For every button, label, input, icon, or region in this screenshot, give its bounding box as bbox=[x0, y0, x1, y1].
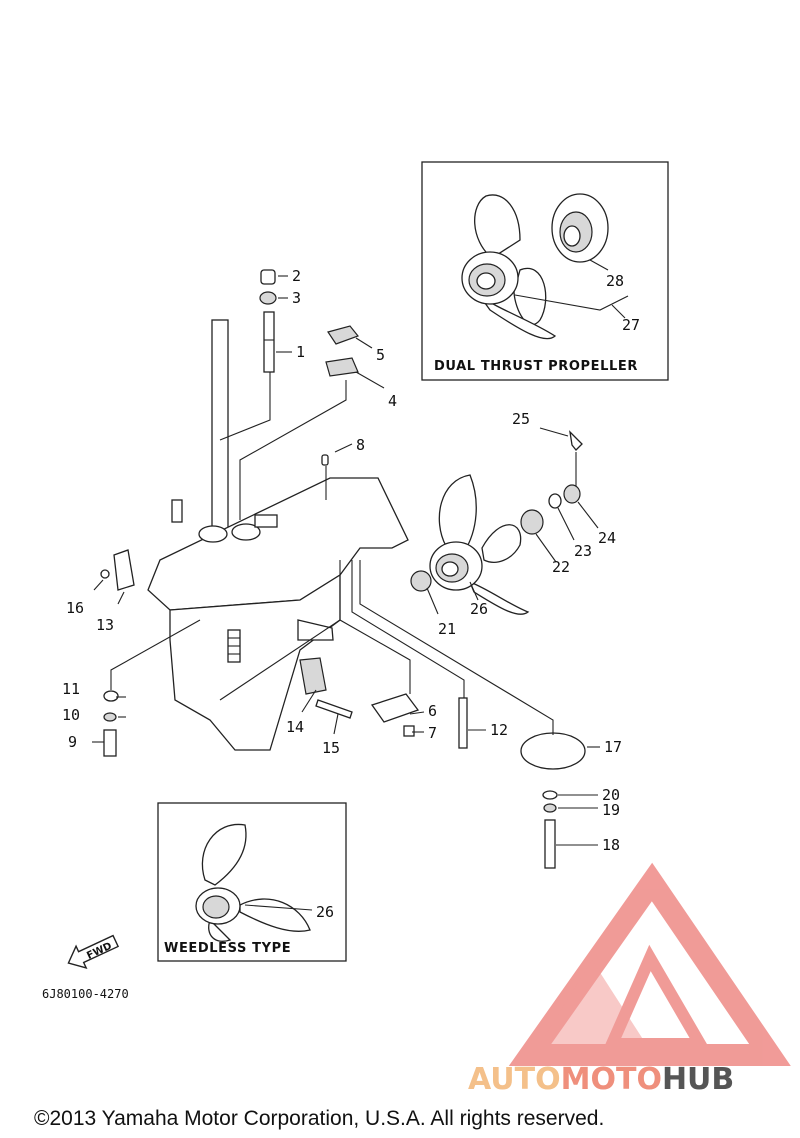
bolt-part-12 bbox=[458, 697, 468, 749]
callout-5: 5 bbox=[376, 346, 385, 364]
anode-part-5 bbox=[327, 325, 359, 345]
gasket-part-6 bbox=[370, 693, 420, 723]
dual-thrust-box bbox=[421, 161, 669, 381]
callout-1: 1 bbox=[296, 343, 305, 361]
callout-20: 20 bbox=[602, 786, 620, 804]
bolt-part-18 bbox=[544, 819, 556, 869]
diagram-code: 6J80100-4270 bbox=[42, 987, 129, 1001]
bolt-part-9 bbox=[103, 729, 117, 757]
dual-thrust-propeller-illustration bbox=[461, 193, 629, 340]
screw-part-7 bbox=[403, 725, 415, 737]
leader-lines bbox=[92, 275, 600, 846]
callout-26-weedless: 26 bbox=[316, 903, 334, 921]
spacer-part-22 bbox=[520, 509, 544, 535]
callout-8: 8 bbox=[356, 436, 365, 454]
callout-2: 2 bbox=[292, 267, 301, 285]
washer-part-10 bbox=[103, 712, 117, 722]
callout-7: 7 bbox=[428, 724, 437, 742]
bracket-part-13 bbox=[113, 549, 135, 591]
weedless-box bbox=[157, 802, 347, 962]
callout-10: 10 bbox=[62, 706, 80, 724]
callout-18: 18 bbox=[602, 836, 620, 854]
weedless-propeller-illustration bbox=[195, 823, 313, 942]
shaft-part-1 bbox=[263, 311, 275, 373]
cotter-pin-part-25 bbox=[569, 430, 583, 451]
nut-part-24 bbox=[563, 484, 581, 504]
callout-9: 9 bbox=[68, 733, 77, 751]
fwd-arrow-icon: FWD bbox=[67, 934, 120, 970]
watermark-auto: AUTO bbox=[468, 1062, 561, 1097]
bolt-part-15 bbox=[315, 699, 353, 719]
watermark-hub: HUB bbox=[662, 1062, 734, 1097]
callout-3: 3 bbox=[292, 289, 301, 307]
watermark-moto: MOTO bbox=[561, 1062, 662, 1097]
nut-part-16 bbox=[100, 569, 110, 579]
propeller-part-26 bbox=[429, 474, 530, 615]
callout-6: 6 bbox=[428, 702, 437, 720]
anode-part-4 bbox=[325, 357, 359, 377]
anode-part-14 bbox=[299, 657, 327, 695]
callout-14: 14 bbox=[286, 718, 304, 736]
washer-part-20 bbox=[542, 790, 558, 800]
callout-15: 15 bbox=[322, 739, 340, 757]
trim-tab-part-17 bbox=[520, 732, 586, 770]
lower-casing-illustration bbox=[147, 319, 409, 751]
dual-thrust-title: DUAL THRUST PROPELLER bbox=[434, 359, 638, 374]
callout-24: 24 bbox=[598, 529, 616, 547]
callout-21: 21 bbox=[438, 620, 456, 638]
washer-part-23 bbox=[548, 493, 562, 509]
spacer-part-21 bbox=[410, 570, 432, 592]
callout-11: 11 bbox=[62, 680, 80, 698]
copyright-notice: ©2013 Yamaha Motor Corporation, U.S.A. A… bbox=[34, 1107, 604, 1130]
washer-part-11 bbox=[103, 690, 119, 702]
callout-13: 13 bbox=[96, 616, 114, 634]
callout-16: 16 bbox=[66, 599, 84, 617]
callout-25: 25 bbox=[512, 410, 530, 428]
callout-4: 4 bbox=[388, 392, 397, 410]
washer-part-19 bbox=[543, 803, 557, 813]
callout-27: 27 bbox=[622, 316, 640, 334]
callout-23: 23 bbox=[574, 542, 592, 560]
bushing-part-2 bbox=[260, 269, 276, 285]
plug-part-8 bbox=[321, 454, 329, 466]
seal-part-3 bbox=[259, 291, 277, 305]
callout-26: 26 bbox=[470, 600, 488, 618]
callout-12: 12 bbox=[490, 721, 508, 739]
callout-19: 19 bbox=[602, 801, 620, 819]
water-inlet-grille bbox=[227, 629, 241, 663]
watermark-logo-icon bbox=[508, 862, 791, 1066]
weedless-title: WEEDLESS TYPE bbox=[164, 941, 291, 956]
watermark-text: AUTOMOTOHUB bbox=[468, 1062, 734, 1097]
callout-28: 28 bbox=[606, 272, 624, 290]
callout-17: 17 bbox=[604, 738, 622, 756]
callout-22: 22 bbox=[552, 558, 570, 576]
